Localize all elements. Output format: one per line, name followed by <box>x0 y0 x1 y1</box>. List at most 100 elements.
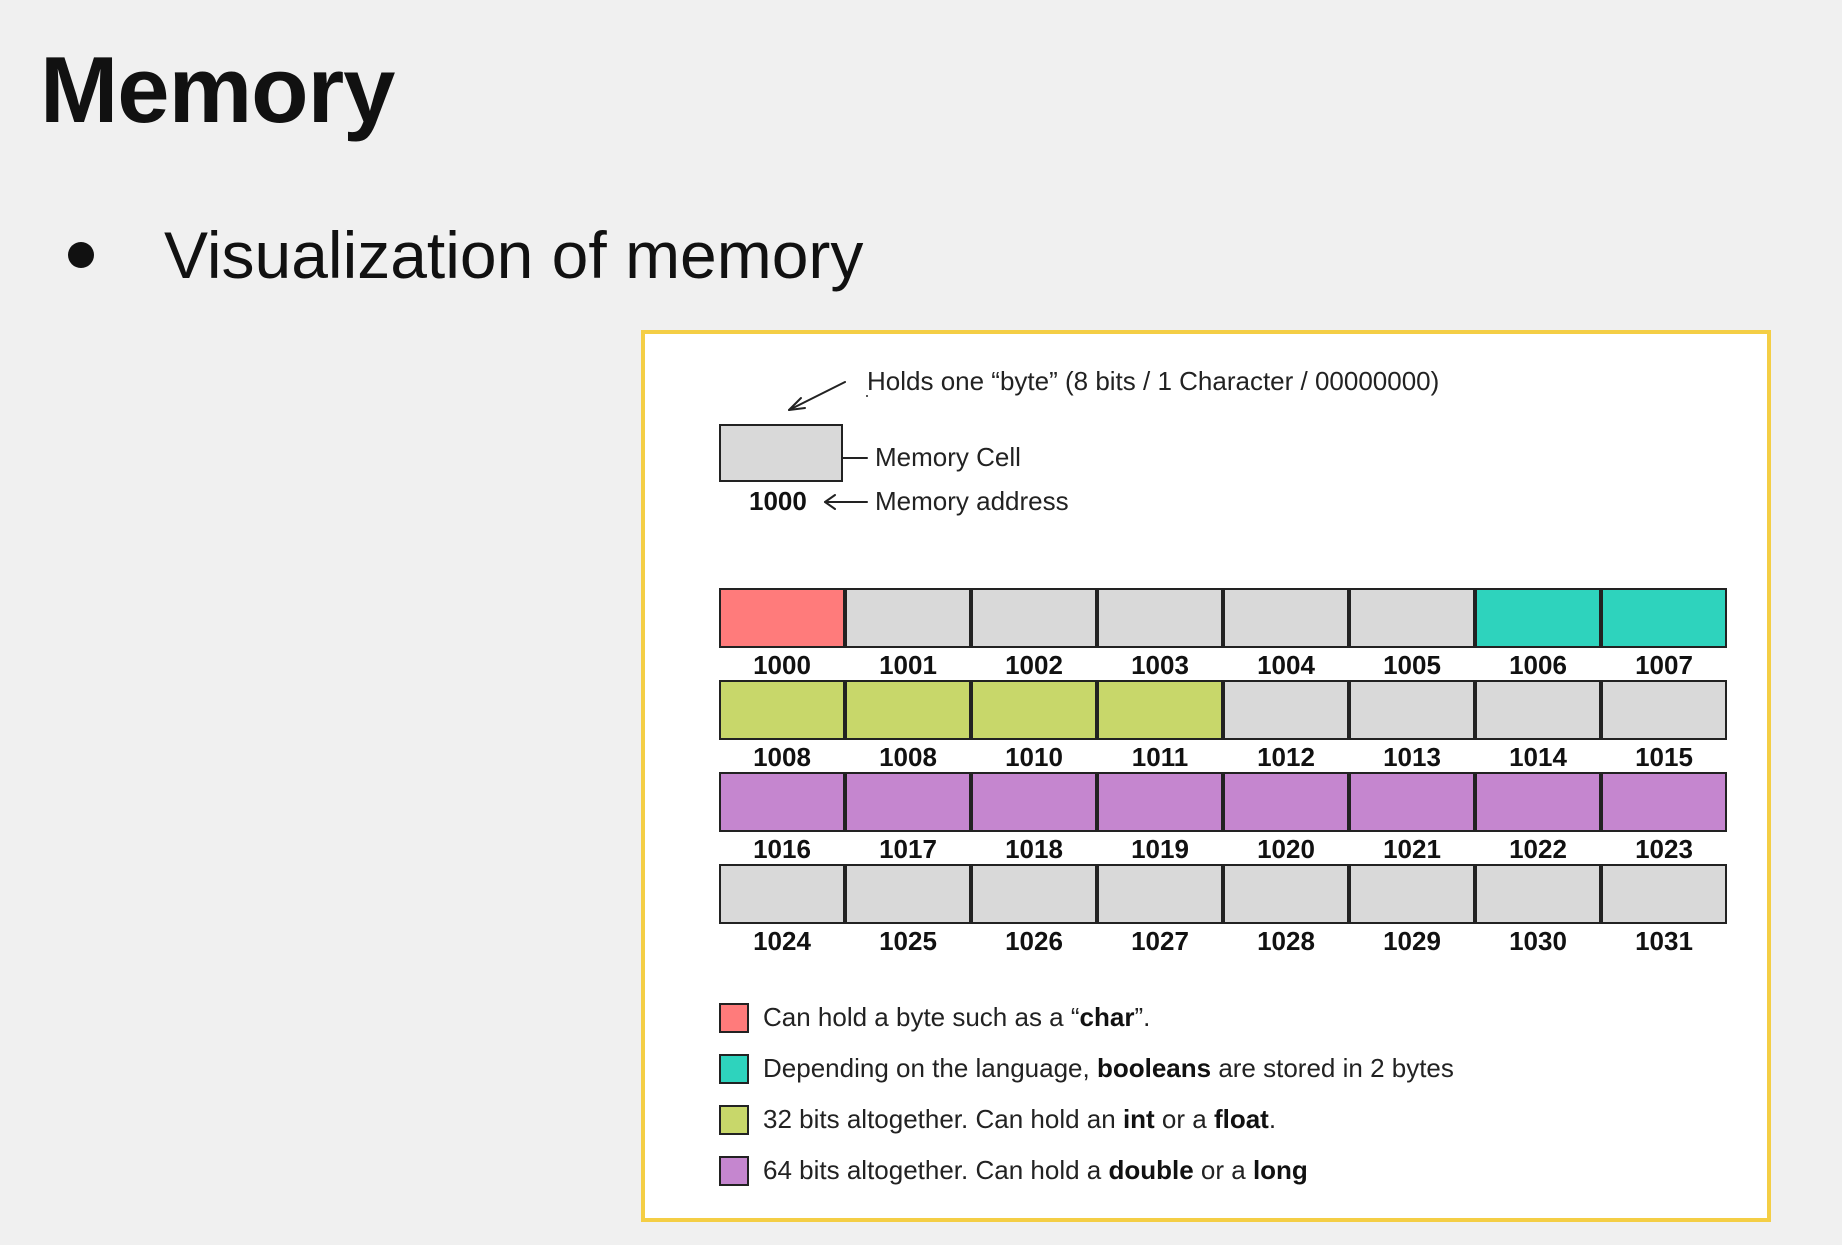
memory-cell-empty <box>971 588 1097 648</box>
memory-address: 1010 <box>1005 742 1063 772</box>
memory-address-label: Memory address <box>875 486 1069 516</box>
legend-swatch-double <box>719 1155 749 1186</box>
legend-text-part: or a <box>1193 1155 1253 1185</box>
memory-address: 1005 <box>1383 650 1441 680</box>
memory-cell-empty <box>1349 588 1475 648</box>
memory-cell-int <box>845 680 971 740</box>
memory-address: 1003 <box>1131 650 1189 680</box>
memory-address: 1008 <box>879 742 937 772</box>
memory-address: 1007 <box>1635 650 1693 680</box>
memory-cell-empty <box>719 864 845 924</box>
memory-cell-empty <box>1475 680 1601 740</box>
legend-text-part: 64 bits altogether. Can hold a <box>763 1155 1109 1185</box>
memory-diagram-panel: Holds one “byte” (8 bits / 1 Character /… <box>641 330 1771 1222</box>
byte-note-arrow-icon <box>788 381 846 411</box>
slide-title: Memory <box>40 37 395 142</box>
legend-item-boolean: Depending on the language, booleans are … <box>719 1043 1454 1094</box>
legend-text: 64 bits altogether. Can hold a double or… <box>763 1155 1308 1186</box>
memory-cell-empty <box>845 588 971 648</box>
memory-cell-label: Memory Cell <box>875 442 1021 472</box>
memory-cell-empty <box>1097 864 1223 924</box>
legend-swatch-boolean <box>719 1053 749 1084</box>
memory-address: 1017 <box>879 834 937 864</box>
memory-cell-empty <box>845 864 971 924</box>
memory-cell-empty <box>1349 680 1475 740</box>
memory-cell-empty <box>1223 864 1349 924</box>
memory-address: 1024 <box>753 926 811 956</box>
memory-address: 1025 <box>879 926 937 956</box>
legend-item-char: Can hold a byte such as a “char”. <box>719 992 1454 1043</box>
legend-text-part: 32 bits altogether. Can hold an <box>763 1104 1123 1134</box>
legend-text: Depending on the language, booleans are … <box>763 1053 1454 1084</box>
memory-cell-double <box>719 772 845 832</box>
legend-swatch-char <box>719 1002 749 1033</box>
memory-address: 1012 <box>1257 742 1315 772</box>
legend-text-part: . <box>1268 1104 1277 1134</box>
legend-item-int: 32 bits altogether. Can hold an int or a… <box>719 1094 1454 1145</box>
memory-cell-empty <box>1223 588 1349 648</box>
memory-cell-boolean <box>1475 588 1601 648</box>
memory-address: 1001 <box>879 650 937 680</box>
legend-item-double: 64 bits altogether. Can hold a double or… <box>719 1145 1454 1196</box>
example-memory-cell <box>719 424 843 482</box>
legend-text: 32 bits altogether. Can hold an int or a… <box>763 1104 1276 1135</box>
memory-address: 1021 <box>1383 834 1441 864</box>
memory-address: 1018 <box>1005 834 1063 864</box>
legend-text: Can hold a byte such as a “char”. <box>763 1002 1150 1033</box>
memory-address: 1028 <box>1257 926 1315 956</box>
memory-address: 1006 <box>1509 650 1567 680</box>
memory-address: 1015 <box>1635 742 1693 772</box>
legend-keyword: booleans <box>1096 1053 1212 1083</box>
legend: Can hold a byte such as a “char”. Dependi… <box>719 992 1454 1196</box>
memory-cell-char <box>719 588 845 648</box>
memory-cell-double <box>1601 772 1727 832</box>
legend-text-part: ”. <box>1134 1002 1151 1032</box>
memory-address: 1030 <box>1509 926 1567 956</box>
memory-cell-double <box>1349 772 1475 832</box>
memory-cell-boolean <box>1601 588 1727 648</box>
memory-address: 1027 <box>1131 926 1189 956</box>
legend-swatch-int <box>719 1104 749 1135</box>
legend-text-part: Can hold a byte such as a “ <box>763 1002 1080 1032</box>
bullet-dot-icon <box>68 242 94 268</box>
legend-keyword: long <box>1252 1155 1308 1185</box>
memory-address: 1031 <box>1635 926 1693 956</box>
memory-address: 1014 <box>1509 742 1567 772</box>
memory-address: 1016 <box>753 834 811 864</box>
legend-keyword: char <box>1079 1002 1135 1032</box>
memory-cell-double <box>845 772 971 832</box>
memory-address: 1011 <box>1131 742 1189 772</box>
memory-address: 1002 <box>1005 650 1063 680</box>
legend-keyword: float <box>1213 1104 1269 1134</box>
memory-address: 1020 <box>1257 834 1315 864</box>
memory-address: 1029 <box>1383 926 1441 956</box>
bullet-text: Visualization of memory <box>164 218 864 292</box>
memory-address: 1019 <box>1131 834 1189 864</box>
memory-address: 1023 <box>1635 834 1693 864</box>
memory-cell-empty <box>1223 680 1349 740</box>
legend-text-part: are stored in 2 bytes <box>1211 1053 1454 1083</box>
memory-cell-empty <box>1601 680 1727 740</box>
memory-cell-double <box>1097 772 1223 832</box>
memory-address: 1013 <box>1383 742 1441 772</box>
memory-cell-int <box>1097 680 1223 740</box>
memory-cell-double <box>971 772 1097 832</box>
memory-cell-double <box>1475 772 1601 832</box>
example-address: 1000 <box>749 486 807 516</box>
memory-address: 1008 <box>753 742 811 772</box>
memory-cell-empty <box>1475 864 1601 924</box>
memory-cell-double <box>1223 772 1349 832</box>
memory-cell-empty <box>1097 588 1223 648</box>
bullet-item: Visualization of memory <box>68 222 863 288</box>
legend-text-part: or a <box>1154 1104 1214 1134</box>
legend-keyword: double <box>1108 1155 1194 1185</box>
memory-address: 1000 <box>753 650 811 680</box>
memory-address: 1022 <box>1509 834 1567 864</box>
memory-address: 1004 <box>1257 650 1315 680</box>
memory-cell-int <box>719 680 845 740</box>
memory-address: 1026 <box>1005 926 1063 956</box>
legend-keyword: int <box>1122 1104 1155 1134</box>
legend-text-part: Depending on the language, <box>763 1053 1097 1083</box>
memory-cell-empty <box>1349 864 1475 924</box>
memory-cell-int <box>971 680 1097 740</box>
